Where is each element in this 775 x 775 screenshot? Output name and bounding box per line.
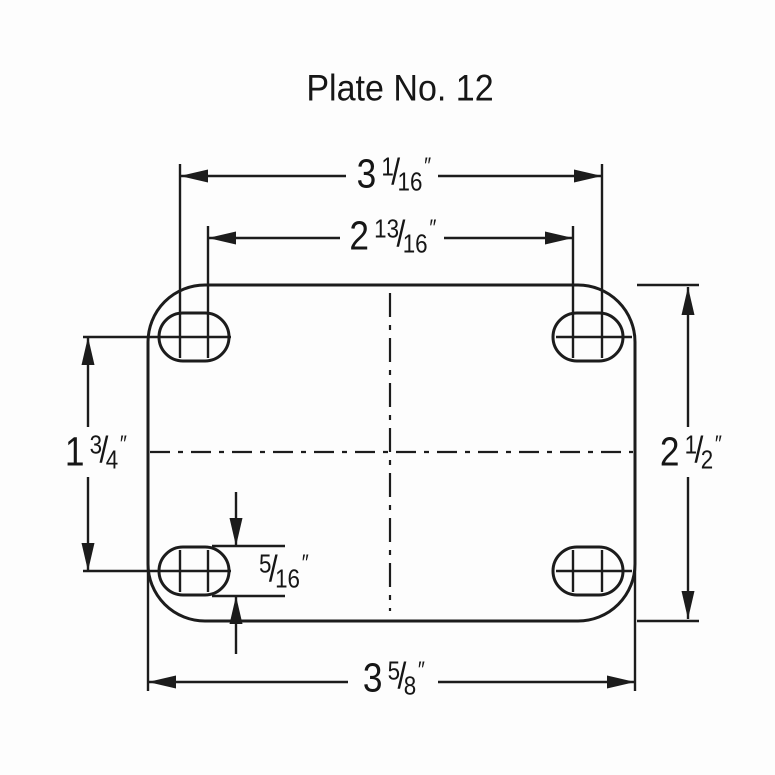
dimension-fraction: 3/4 — [89, 429, 119, 475]
centerlines — [150, 293, 633, 611]
inch-mark: ″ — [429, 214, 436, 241]
arrowhead-left — [148, 675, 176, 689]
arrowhead-right — [607, 675, 635, 689]
dimension-fraction: 13/16 — [374, 213, 428, 259]
inch-mark: ″ — [714, 430, 722, 457]
arrowhead-down — [681, 591, 695, 619]
arrowhead-up — [229, 596, 243, 624]
dimension-whole: 1 — [64, 428, 85, 475]
slot-center-cross-vertical — [571, 550, 604, 592]
dimension-whole: 3 — [362, 654, 383, 701]
arrowhead-left — [180, 169, 208, 183]
dimension-whole: 2 — [659, 428, 680, 475]
bolt-slot-bottom-right — [551, 545, 632, 597]
arrowhead-down — [229, 518, 243, 546]
inch-mark: ″ — [417, 656, 425, 683]
dim-plate-height — [637, 283, 699, 623]
plate-outline — [146, 283, 637, 623]
inch-mark: ″ — [301, 549, 309, 576]
plate — [146, 283, 637, 623]
dimension-fraction: 1/16 — [381, 151, 423, 197]
arrowhead-right — [574, 169, 602, 183]
bolt-slot-top-right — [551, 311, 632, 363]
arrowhead-up — [81, 337, 95, 365]
dim-plate-width — [146, 563, 637, 691]
dim-hole-spacing-vertical — [81, 335, 231, 573]
arrowhead-up — [681, 287, 695, 315]
dim-bolt-spacing-outer — [178, 164, 604, 358]
dimension-fraction: 1/2 — [684, 429, 714, 475]
arrowhead-right — [545, 231, 573, 245]
drawing-title: Plate No. 12 — [306, 67, 494, 109]
inch-mark: ″ — [424, 152, 431, 179]
arrowhead-left — [208, 231, 236, 245]
dimension-whole: 2 — [349, 212, 370, 259]
inch-mark: ″ — [119, 430, 127, 457]
dimension-fraction: 5/16 — [258, 548, 300, 594]
dim-slot-height — [212, 492, 285, 654]
dimension-whole: 3 — [356, 150, 377, 197]
dim-slot-height-label: 5/16″ — [258, 548, 309, 594]
dimension-fraction: 5/8 — [387, 655, 417, 701]
arrowhead-down — [81, 543, 95, 571]
